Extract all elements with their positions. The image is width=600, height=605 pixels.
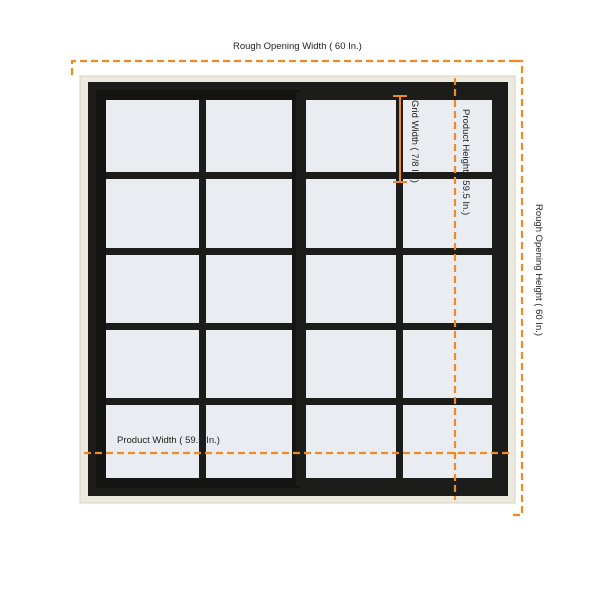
rough-opening-height-label: Rough Opening Height ( 60 In.) xyxy=(533,204,544,337)
left-grid-horizontal-bar xyxy=(106,172,292,179)
left-grid xyxy=(106,100,292,478)
right-grid-horizontal-bar xyxy=(306,323,492,330)
product-height-label: Product Height ( 59.5 In.) xyxy=(460,109,471,216)
right-grid-horizontal-bar xyxy=(306,398,492,405)
grid-width-indicator xyxy=(393,95,407,183)
rough-opening-height-line xyxy=(510,59,524,517)
right-grid-vertical-bar xyxy=(396,100,403,478)
left-grid-horizontal-bar xyxy=(106,248,292,255)
grid-width-label: Grid Width ( 7/8 In.) xyxy=(409,100,420,183)
right-grid-horizontal-bar xyxy=(306,248,492,255)
left-sash xyxy=(96,90,300,488)
product-width-label: Product Width ( 59.5 In.) xyxy=(117,435,220,446)
rough-opening-width-line xyxy=(70,59,516,75)
left-grid-horizontal-bar xyxy=(106,398,292,405)
left-grid-horizontal-bar xyxy=(106,323,292,330)
left-grid-vertical-bar xyxy=(199,100,206,478)
rough-opening-width-label: Rough Opening Width ( 60 In.) xyxy=(233,41,362,52)
